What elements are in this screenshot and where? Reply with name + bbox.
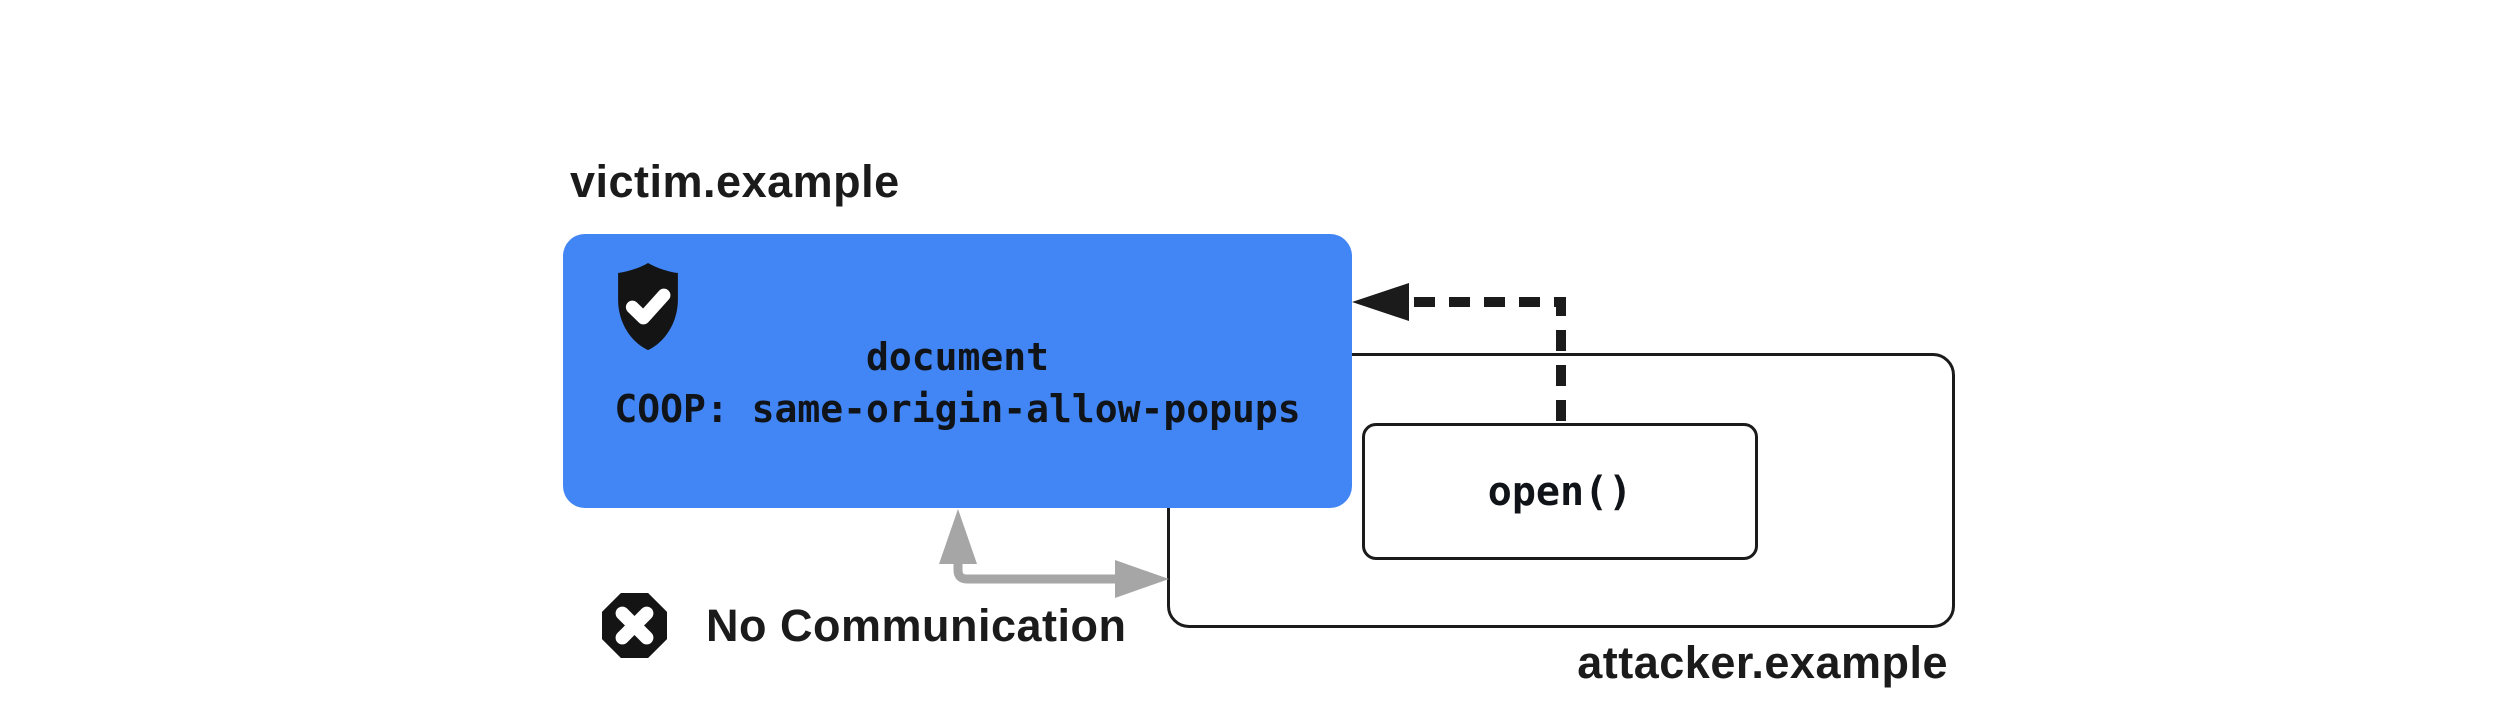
- document-label: document: [865, 335, 1050, 379]
- victim-document-box: document COOP: same-origin-allow-popups: [563, 234, 1352, 508]
- coop-header-label: COOP: same-origin-allow-popups: [614, 387, 1301, 431]
- no-communication-status: No Communication: [597, 588, 1127, 663]
- no-communication-label: No Communication: [706, 599, 1127, 651]
- open-call-label: open(): [1487, 468, 1633, 515]
- octagon-x-icon: [602, 593, 667, 658]
- attacker-domain-label: attacker.example: [1577, 637, 1948, 688]
- no-communication-arrow: [939, 509, 1169, 598]
- open-call-box: open(): [1362, 423, 1758, 560]
- victim-domain-label: victim.example: [570, 156, 900, 207]
- shield-check-icon: [618, 262, 678, 351]
